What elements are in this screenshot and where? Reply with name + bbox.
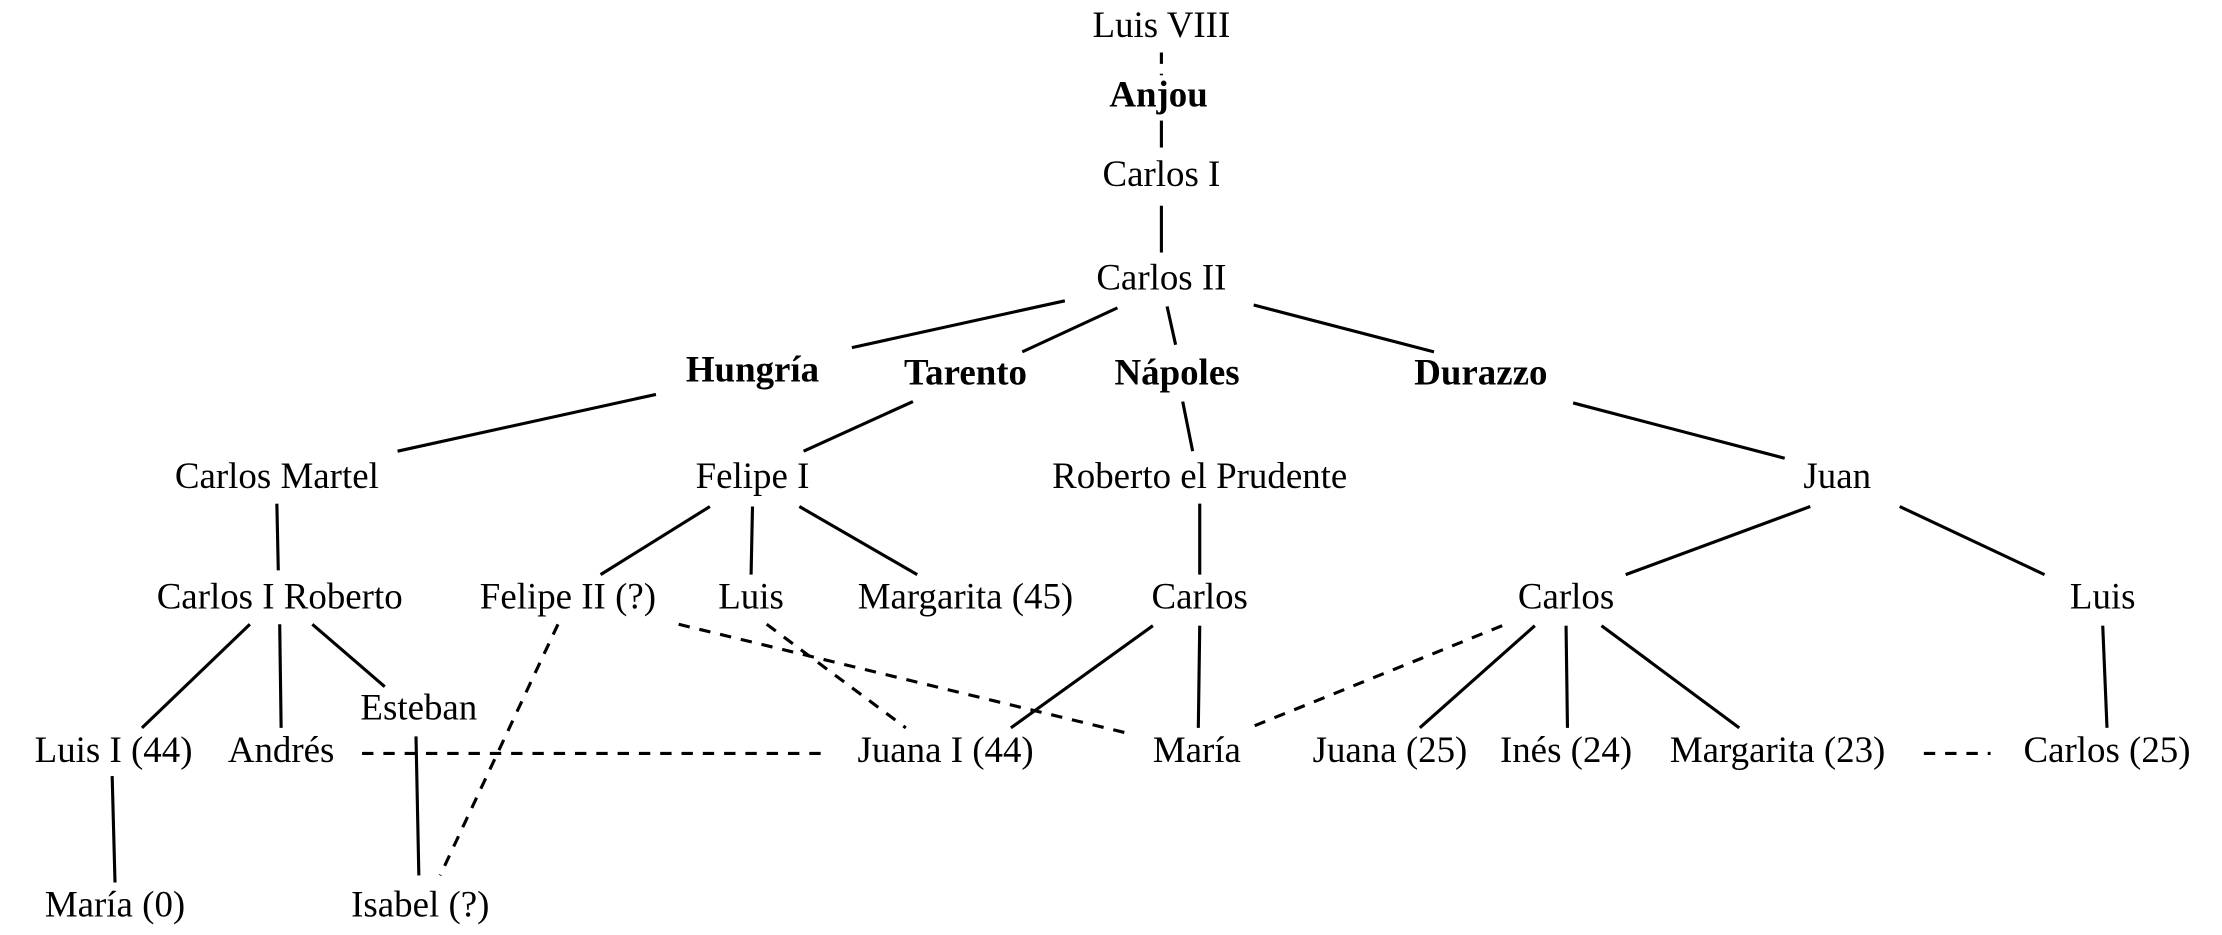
marriage-felipeii-isabel xyxy=(438,623,560,877)
edge-juan-carlos xyxy=(1625,505,1811,577)
node-juana-i-44: Juana I (44) xyxy=(857,729,1033,771)
node-carlos-25: Carlos (25) xyxy=(2023,729,2190,771)
marriage-felipeii-maria xyxy=(678,622,1130,736)
edge-carlos-maria xyxy=(1196,625,1202,728)
node-margarita-23: Margarita (23) xyxy=(1670,729,1886,771)
node-margarita-45: Margarita (45) xyxy=(858,576,1074,618)
node-carlos-durazzo: Carlos xyxy=(1518,576,1614,617)
edge-carlos-ines24 xyxy=(1564,625,1570,728)
node-felipe-i: Felipe I xyxy=(696,455,810,496)
edge-carlosmartel-carlosiroberto xyxy=(275,503,280,571)
node-luis-tarento: Luis xyxy=(718,576,784,617)
house-napoles: Nápoles xyxy=(1114,351,1239,392)
house-anjou: Anjou xyxy=(1109,73,1207,114)
edge-carlos-juana25 xyxy=(1418,624,1536,730)
node-carlos-martel: Carlos Martel xyxy=(175,455,379,496)
node-luis-durazzo: Luis xyxy=(2070,576,2136,617)
node-carlos-i-roberto: Carlos I Roberto xyxy=(157,576,403,617)
edge-carlosiroberto-andres xyxy=(278,624,283,728)
edge-esteban-isabel xyxy=(414,736,421,876)
node-juana-25: Juana (25) xyxy=(1313,729,1468,771)
house-durazzo: Durazzo xyxy=(1414,351,1547,392)
node-maria-0: María (0) xyxy=(45,884,185,926)
nodes: Luis VIII Anjou Carlos I Carlos II Hungr… xyxy=(35,4,2191,926)
node-ines-24: Inés (24) xyxy=(1500,729,1632,771)
edge-carlos-juanai xyxy=(1009,624,1154,730)
edge-carlosii-durazzo xyxy=(1253,303,1435,354)
edges xyxy=(110,52,2109,883)
node-luis-viii: Luis VIII xyxy=(1093,4,1231,45)
edge-tarento-felipei xyxy=(802,400,914,453)
edge-felipei-luis xyxy=(749,506,755,575)
edge-juan-luis xyxy=(1899,505,2046,577)
edge-felipei-felipeii xyxy=(599,505,711,576)
node-luis-i-44: Luis I (44) xyxy=(35,729,193,771)
node-maria: María xyxy=(1153,729,1241,770)
edge-carlosiroberto-luisi xyxy=(140,623,251,729)
node-felipe-ii: Felipe II (?) xyxy=(480,576,656,618)
edge-carlos-margarita23 xyxy=(1600,624,1741,730)
marriage-carlos-maria xyxy=(1248,624,1503,730)
edge-carlosiroberto-esteban xyxy=(311,623,386,688)
node-juan: Juan xyxy=(1803,455,1871,496)
edge-carlosii-hungria xyxy=(851,299,1066,350)
edge-felipei-margarita xyxy=(798,505,918,576)
node-isabel: Isabel (?) xyxy=(351,884,489,926)
node-carlos-ii: Carlos II xyxy=(1096,256,1226,297)
edge-hungria-carlosmartel xyxy=(397,392,657,453)
node-esteban: Esteban xyxy=(360,686,477,727)
house-tarento: Tarento xyxy=(904,351,1027,392)
node-andres: Andrés xyxy=(228,729,335,770)
marriage-luis-juanai xyxy=(765,623,907,730)
edge-durazzo-juan xyxy=(1572,401,1786,460)
node-carlos-i: Carlos I xyxy=(1102,153,1220,194)
house-hungria: Hungría xyxy=(686,349,819,390)
edge-luisi-maria0 xyxy=(110,776,117,883)
node-carlos-napoles: Carlos xyxy=(1152,576,1248,617)
node-roberto-el-prudente: Roberto el Prudente xyxy=(1052,455,1347,496)
edge-carlosii-napoles xyxy=(1165,306,1178,346)
edge-carlosii-tarento xyxy=(1021,306,1119,354)
edge-luis-carlos25 xyxy=(2101,625,2109,728)
edge-napoles-roberto xyxy=(1181,401,1195,452)
